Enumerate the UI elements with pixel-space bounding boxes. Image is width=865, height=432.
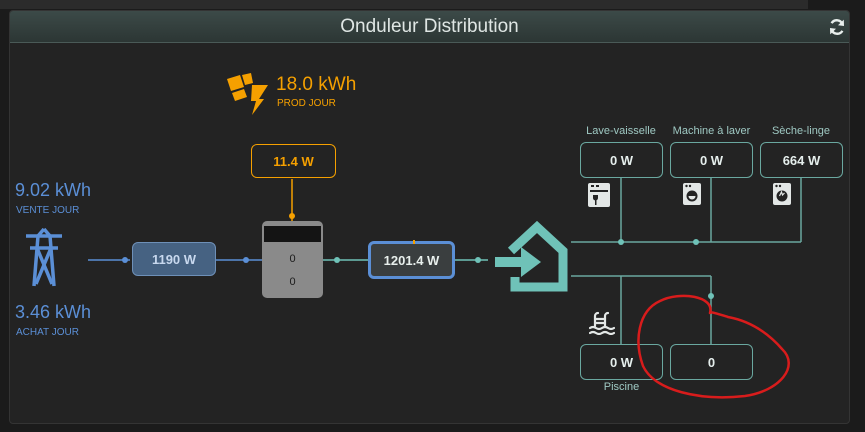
production-label: PROD JOUR bbox=[277, 98, 336, 109]
battery-line1: 0 bbox=[289, 253, 296, 265]
consumer-label-dryer: Sèche-linge bbox=[771, 125, 831, 137]
dishwasher-icon bbox=[588, 183, 610, 207]
refresh-icon[interactable] bbox=[827, 17, 847, 37]
pool-label: Piscine bbox=[603, 381, 640, 393]
top-strip bbox=[0, 0, 865, 9]
dryer-icon bbox=[773, 183, 791, 205]
house-flow-line bbox=[323, 257, 488, 263]
extra-value-box: 0 bbox=[670, 344, 753, 380]
grid-sale-value: 9.02 kWh bbox=[15, 180, 92, 200]
solar-panel-icon bbox=[227, 73, 268, 115]
card-title: Onduleur Distribution bbox=[340, 16, 519, 37]
battery-block: 0 0 bbox=[262, 221, 323, 298]
grid-flow-line bbox=[88, 257, 262, 263]
battery-display bbox=[264, 226, 321, 242]
transmission-tower-icon bbox=[26, 228, 62, 287]
consumer-value-dishwasher: 0 W bbox=[580, 142, 663, 178]
grid-purchase-value: 3.46 kWh bbox=[15, 302, 92, 322]
production-value: 18.0 kWh bbox=[276, 74, 357, 95]
battery-line2: 0 bbox=[289, 276, 296, 288]
home-import-icon bbox=[495, 221, 568, 292]
card-header: Onduleur Distribution bbox=[10, 11, 849, 43]
house-flow-marker bbox=[413, 240, 415, 244]
inverter-card: Onduleur Distribution bbox=[9, 10, 850, 424]
washing-machine-icon bbox=[683, 183, 701, 205]
grid-purchase-label: ACHAT JOUR bbox=[16, 327, 79, 338]
pool-value-box: 0 W bbox=[580, 344, 663, 380]
top-strip-tab bbox=[808, 0, 865, 9]
grid-sale-label: VENTE JOUR bbox=[16, 205, 80, 216]
solar-flow-line bbox=[289, 179, 295, 221]
grid-flow-box: 1190 W bbox=[132, 242, 216, 276]
solar-power-box: 11.4 W bbox=[251, 144, 336, 178]
flow-diagram bbox=[88, 178, 802, 344]
consumer-value-dryer: 664 W bbox=[760, 142, 843, 178]
consumer-label-dishwasher: Lave-vaisselle bbox=[586, 125, 656, 137]
consumer-flow-dots bbox=[618, 239, 714, 299]
consumer-value-washing-machine: 0 W bbox=[670, 142, 753, 178]
pool-icon bbox=[589, 311, 615, 335]
house-flow-box: 1201.4 W bbox=[368, 241, 455, 279]
consumer-label-washing-machine: Machine à laver bbox=[672, 125, 751, 137]
